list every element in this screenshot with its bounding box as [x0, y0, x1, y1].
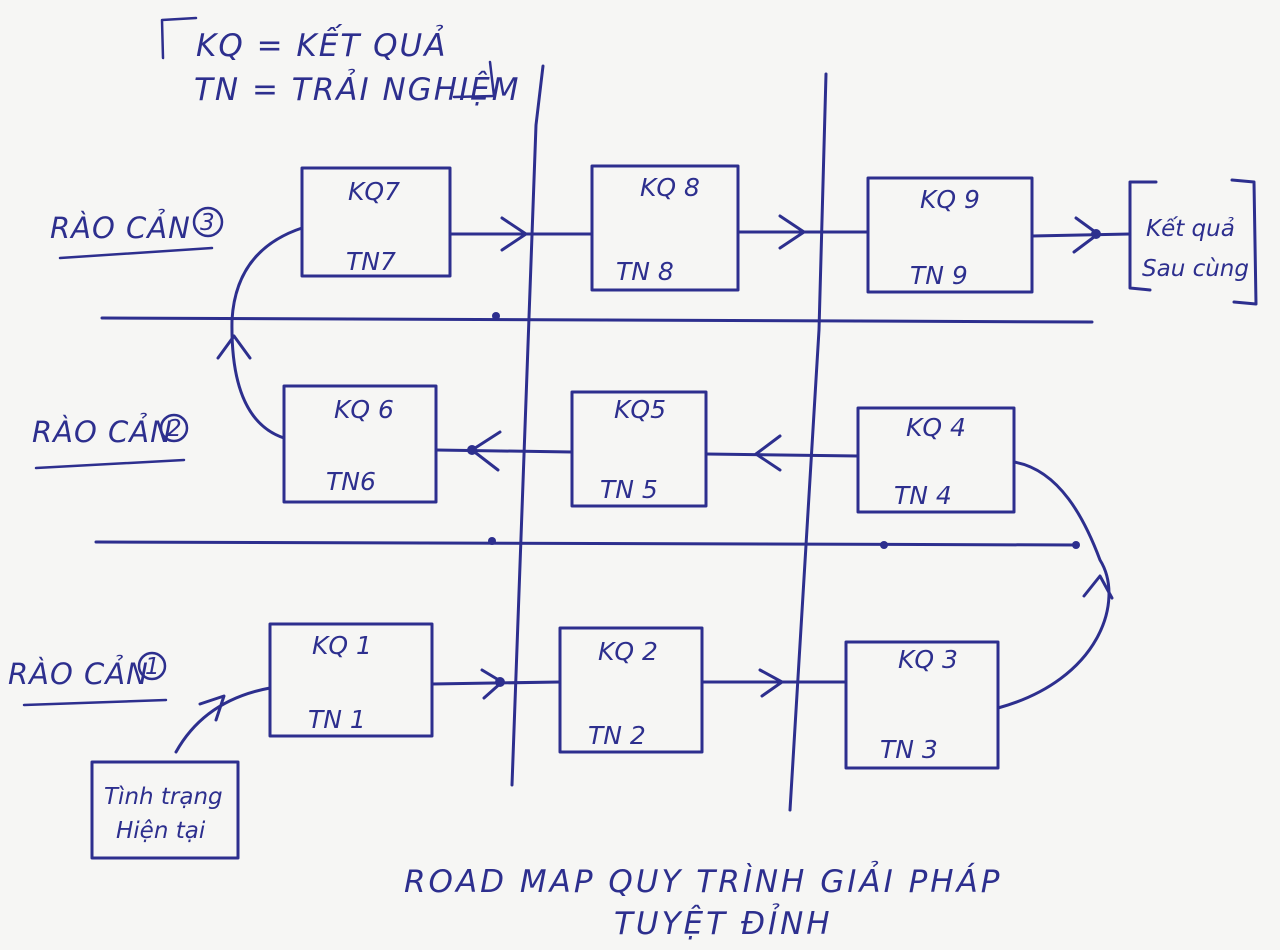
box-kq2: KQ 2 TN 2: [558, 626, 704, 754]
barrier-line-lower: [94, 540, 1080, 547]
box-kq4-tn: TN 4: [894, 481, 952, 510]
box-kq5-kq: KQ5: [614, 395, 666, 424]
barrier-1-number: 1: [145, 654, 160, 680]
box-kq1-kq: KQ 1: [312, 631, 372, 660]
junction-dot: [880, 541, 888, 549]
end-line-1: Kết quả: [1146, 216, 1235, 242]
junction-dot: [1091, 229, 1101, 239]
box-kq9: KQ 9 TN 9: [866, 176, 1034, 294]
legend-bracket-left: [160, 16, 198, 60]
junction-dot: [492, 312, 500, 320]
box-kq8: KQ 8 TN 8: [590, 164, 740, 292]
box-kq5-frame: [570, 390, 708, 508]
arrow-kq2-to-kq3-head: [758, 668, 784, 698]
end-box-bracket-right: [1230, 178, 1258, 306]
barrier-1-underline: [22, 698, 168, 707]
title-line-1: ROAD MAP QUY TRÌNH GIẢI PHÁP: [404, 861, 1003, 900]
arrow-kq7-to-kq8-head: [500, 216, 528, 252]
box-kq8-tn: TN 8: [616, 257, 674, 286]
arrow-kq3-to-kq4-head: [1082, 574, 1114, 600]
box-kq4: KQ 4 TN 4: [856, 406, 1016, 514]
box-kq3-tn: TN 3: [880, 735, 938, 764]
junction-dot: [467, 445, 477, 455]
barrier-3-number: 3: [200, 210, 215, 236]
title-line-2: TUYỆT ĐỈNH: [614, 903, 833, 942]
vertical-divider-2: [788, 72, 828, 812]
box-kq2-tn: TN 2: [588, 721, 646, 750]
box-kq6-kq: KQ 6: [334, 395, 394, 424]
box-kq6-frame: [282, 384, 438, 504]
barrier-2-circle: [159, 413, 189, 443]
box-kq1-tn: TN 1: [308, 705, 366, 734]
start-line-2: Hiện tại: [116, 818, 206, 844]
box-kq4-frame: [856, 406, 1016, 514]
roadmap-title: ROAD MAP QUY TRÌNH GIẢI PHÁP TUYỆT ĐỈNH: [404, 861, 1003, 942]
box-kq2-kq: KQ 2: [598, 637, 658, 666]
box-kq7-frame: [300, 166, 452, 278]
box-kq7-kq: KQ7: [348, 177, 400, 206]
barrier-2-underline: [34, 458, 186, 470]
barrier-2-label: RÀO CẢN: [32, 414, 173, 449]
barrier-1-circle: [137, 651, 167, 681]
end-box: Kết quả Sau cùng: [1128, 178, 1258, 306]
box-kq1: KQ 1 TN 1: [268, 622, 434, 738]
legend-bracket-right: [452, 60, 496, 99]
barrier-3-underline: [58, 246, 214, 260]
vertical-divider-1: [510, 64, 545, 787]
box-kq6: KQ 6 TN6: [282, 384, 438, 504]
box-kq4-kq: KQ 4: [906, 413, 966, 442]
box-kq5: KQ5 TN 5: [570, 390, 708, 508]
box-kq8-frame: [590, 164, 740, 292]
box-kq3: KQ 3 TN 3: [844, 640, 1000, 770]
box-kq9-tn: TN 9: [910, 261, 968, 290]
junction-dot: [495, 677, 505, 687]
barrier-3-circle: [192, 206, 224, 238]
box-kq7: KQ7 TN7: [300, 166, 452, 278]
legend-line-tn: TN = TRẢI NGHIỆM: [194, 69, 521, 108]
legend-line-kq: KQ = KẾT QUẢ: [196, 25, 447, 64]
arrow-kq5-to-kq6: [434, 448, 574, 454]
start-line-1: Tình trạng: [104, 784, 223, 810]
arrow-kq6-to-kq7-head: [216, 334, 252, 360]
barrier-line-upper: [100, 316, 1094, 324]
arrow-kq4-to-kq5-head: [754, 434, 782, 472]
arrow-kq8-to-kq9-head: [778, 214, 806, 250]
arrow-kq3-to-kq4: [996, 460, 1111, 710]
junction-dots: [467, 229, 1101, 687]
box-kq9-kq: KQ 9: [920, 185, 980, 214]
box-kq8-kq: KQ 8: [640, 173, 700, 202]
arrow-kq9-to-end: [1030, 232, 1132, 238]
arrow-kq4-to-kq5: [704, 452, 860, 458]
barrier-2: RÀO CẢN 2: [32, 413, 189, 470]
start-box: Tình trạng Hiện tại: [90, 760, 240, 860]
barrier-3-label: RÀO CẢN: [50, 210, 191, 245]
arrow-kq6-to-kq7: [230, 226, 304, 440]
box-kq3-kq: KQ 3: [898, 645, 958, 674]
box-kq2-frame: [558, 626, 704, 754]
arrow-start-to-kq1-head: [198, 694, 226, 722]
box-kq7-tn: TN7: [346, 247, 396, 276]
box-kq3-frame: [844, 640, 1000, 770]
box-kq5-tn: TN 5: [600, 475, 658, 504]
barrier-2-number: 2: [167, 416, 182, 442]
barrier-1: RÀO CẢN 1: [8, 651, 168, 707]
end-line-2: Sau cùng: [1142, 256, 1249, 282]
start-box-frame: [90, 760, 240, 860]
box-kq6-tn: TN6: [326, 467, 376, 496]
junction-dot: [1072, 541, 1080, 549]
legend: KQ = KẾT QUẢ TN = TRẢI NGHIỆM: [160, 16, 521, 108]
barrier-1-label: RÀO CẢN: [8, 656, 149, 691]
barrier-3: RÀO CẢN 3: [50, 206, 224, 260]
junction-dot: [488, 537, 496, 545]
box-kq1-frame: [268, 622, 434, 738]
arrow-start-to-kq1: [174, 686, 272, 754]
